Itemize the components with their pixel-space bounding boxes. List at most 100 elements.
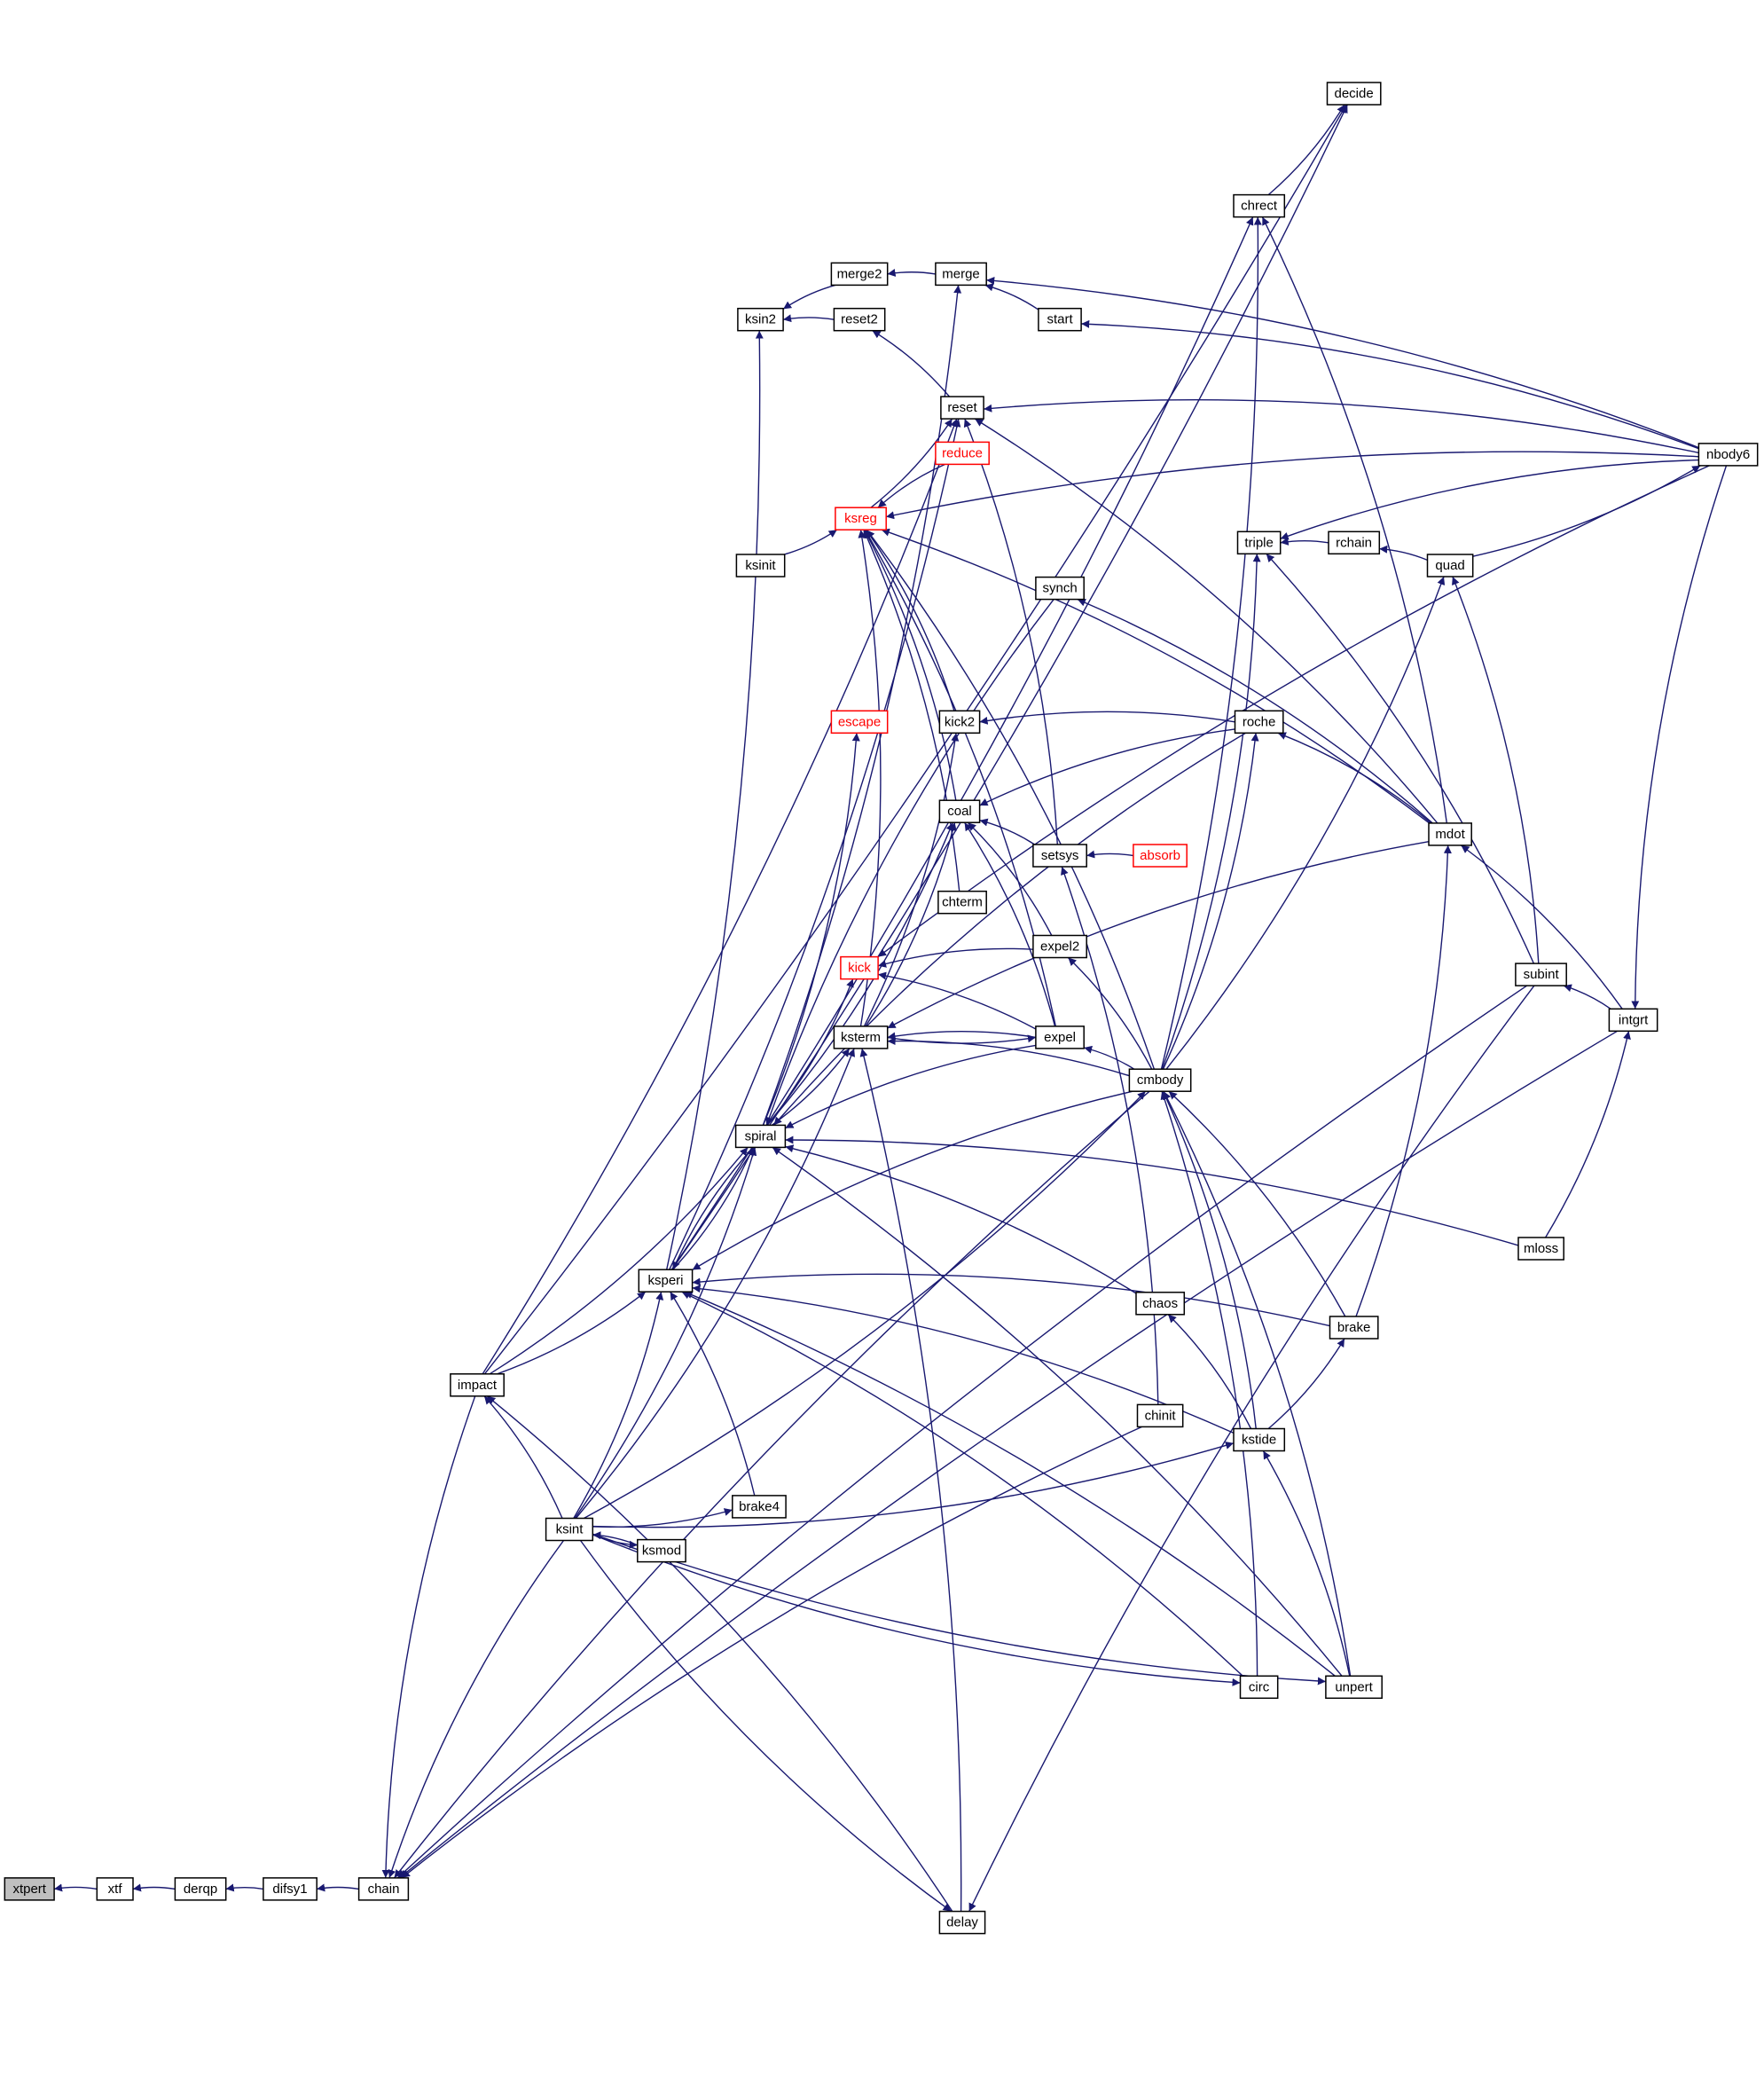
node-kstide[interactable]: kstide bbox=[1233, 1427, 1286, 1452]
node-setsys[interactable]: setsys bbox=[1032, 844, 1087, 868]
node-absorb[interactable]: absorb bbox=[1133, 844, 1188, 868]
node-label: roche bbox=[1243, 714, 1276, 729]
node-label: impact bbox=[458, 1378, 498, 1393]
node-merge2[interactable]: merge2 bbox=[830, 262, 889, 287]
node-label: merge2 bbox=[837, 266, 882, 281]
node-expel2[interactable]: expel2 bbox=[1032, 934, 1087, 959]
node-delay[interactable]: delay bbox=[938, 1910, 986, 1935]
node-box bbox=[1233, 1427, 1286, 1452]
node-chrect[interactable]: chrect bbox=[1233, 193, 1286, 218]
node-box bbox=[940, 396, 984, 420]
node-box bbox=[1517, 1237, 1564, 1261]
node-kick2[interactable]: kick2 bbox=[938, 710, 981, 735]
edge-roche-to-coal bbox=[979, 728, 1235, 806]
edge-nbody6-to-start bbox=[1081, 319, 1699, 450]
node-merge[interactable]: merge bbox=[935, 262, 987, 287]
edge-unpert-to-cmbody bbox=[1163, 1090, 1352, 1677]
node-mloss[interactable]: mloss bbox=[1517, 1237, 1564, 1261]
node-impact[interactable]: impact bbox=[450, 1373, 505, 1397]
node-coal[interactable]: coal bbox=[938, 799, 981, 823]
node-ksmod[interactable]: ksmod bbox=[637, 1538, 686, 1563]
edge-expel-to-ksterm bbox=[887, 1031, 1037, 1041]
node-box bbox=[833, 1025, 889, 1049]
node-mdot[interactable]: mdot bbox=[1428, 822, 1472, 846]
node-box bbox=[833, 307, 886, 332]
edge-unpert-to-ksperi bbox=[684, 1291, 1336, 1677]
node-xtf[interactable]: xtf bbox=[96, 1877, 134, 1901]
node-reset2[interactable]: reset2 bbox=[833, 307, 886, 332]
edge-merge2-to-ksin2 bbox=[782, 284, 835, 310]
edge-derqp-to-xtf bbox=[132, 1883, 176, 1892]
node-box bbox=[1515, 963, 1567, 986]
node-box bbox=[938, 799, 981, 823]
node-box bbox=[1133, 844, 1188, 868]
edges-layer bbox=[53, 104, 1728, 1913]
node-escape[interactable]: escape bbox=[830, 710, 889, 735]
node-label: triple bbox=[1244, 535, 1274, 550]
node-box bbox=[637, 1538, 686, 1563]
node-ksperi[interactable]: ksperi bbox=[638, 1269, 694, 1293]
node-quad[interactable]: quad bbox=[1426, 554, 1474, 578]
node-expel[interactable]: expel bbox=[1035, 1025, 1085, 1049]
node-synch[interactable]: synch bbox=[1035, 576, 1085, 601]
node-triple[interactable]: triple bbox=[1236, 530, 1282, 555]
node-chinit[interactable]: chinit bbox=[1136, 1403, 1184, 1428]
node-label: delay bbox=[946, 1915, 978, 1930]
node-chterm[interactable]: chterm bbox=[937, 890, 987, 915]
edge-difsy1-to-derqp bbox=[225, 1883, 264, 1892]
node-box bbox=[1428, 822, 1472, 846]
node-brake[interactable]: brake bbox=[1329, 1316, 1379, 1340]
node-subint[interactable]: subint bbox=[1515, 963, 1567, 986]
edge-mdot-to-reset bbox=[974, 418, 1439, 824]
node-ksint[interactable]: ksint bbox=[545, 1517, 594, 1542]
node-roche[interactable]: roche bbox=[1234, 710, 1284, 735]
node-box bbox=[1426, 554, 1474, 578]
node-brake4[interactable]: brake4 bbox=[732, 1495, 787, 1519]
edge-cmbody-to-ksreg bbox=[866, 529, 1156, 1070]
edge-expel-to-coal bbox=[964, 821, 1056, 1027]
edge-ksint-to-ksperi bbox=[573, 1292, 664, 1519]
node-box bbox=[830, 262, 889, 287]
node-ksterm[interactable]: ksterm bbox=[833, 1025, 889, 1049]
edge-mdot-to-roche bbox=[1277, 732, 1432, 824]
edge-impact-to-spiral bbox=[489, 1146, 749, 1375]
node-nbody6[interactable]: nbody6 bbox=[1697, 443, 1759, 467]
edge-cmbody-to-chrect bbox=[1160, 216, 1262, 1070]
node-xtpert[interactable]: xtpert bbox=[4, 1877, 55, 1901]
node-kick[interactable]: kick bbox=[840, 955, 879, 980]
node-difsy1[interactable]: difsy1 bbox=[263, 1877, 318, 1901]
node-label: circ bbox=[1249, 1679, 1270, 1694]
node-reduce[interactable]: reduce bbox=[935, 441, 990, 466]
edge-impact-to-chain bbox=[381, 1395, 476, 1878]
node-start[interactable]: start bbox=[1038, 307, 1082, 332]
edge-delay-to-ksterm bbox=[859, 1048, 962, 1912]
node-label: decide bbox=[1334, 86, 1373, 101]
node-ksin2[interactable]: ksin2 bbox=[737, 307, 784, 332]
node-label: cmbody bbox=[1137, 1073, 1184, 1088]
node-box bbox=[734, 1124, 787, 1149]
node-box bbox=[1038, 307, 1082, 332]
node-cmbody[interactable]: cmbody bbox=[1128, 1068, 1192, 1092]
node-chain[interactable]: chain bbox=[357, 1877, 410, 1901]
edge-kstide-to-ksperi bbox=[692, 1285, 1235, 1434]
node-label: chain bbox=[368, 1882, 400, 1897]
edge-ksperi-to-ksin2 bbox=[666, 330, 764, 1270]
edge-reset2-to-ksin2 bbox=[782, 314, 835, 323]
node-label: kstide bbox=[1242, 1433, 1276, 1448]
node-ksinit[interactable]: ksinit bbox=[735, 554, 786, 578]
node-unpert[interactable]: unpert bbox=[1325, 1675, 1383, 1700]
edge-expel-to-kick bbox=[877, 971, 1037, 1030]
edge-intgrt-to-subint bbox=[1563, 984, 1611, 1010]
node-circ[interactable]: circ bbox=[1239, 1675, 1279, 1700]
node-ksreg[interactable]: ksreg bbox=[835, 507, 887, 530]
node-intgrt[interactable]: intgrt bbox=[1608, 1008, 1658, 1033]
node-decide[interactable]: decide bbox=[1326, 82, 1382, 106]
node-reset[interactable]: reset bbox=[940, 396, 984, 420]
node-derqp[interactable]: derqp bbox=[174, 1877, 227, 1901]
node-spiral[interactable]: spiral bbox=[734, 1124, 787, 1149]
node-label: nbody6 bbox=[1706, 447, 1750, 462]
node-rchain[interactable]: rchain bbox=[1328, 530, 1381, 555]
edge-intgrt-to-chain bbox=[399, 1030, 1618, 1879]
node-box bbox=[263, 1877, 318, 1901]
node-chaos[interactable]: chaos bbox=[1135, 1292, 1186, 1316]
